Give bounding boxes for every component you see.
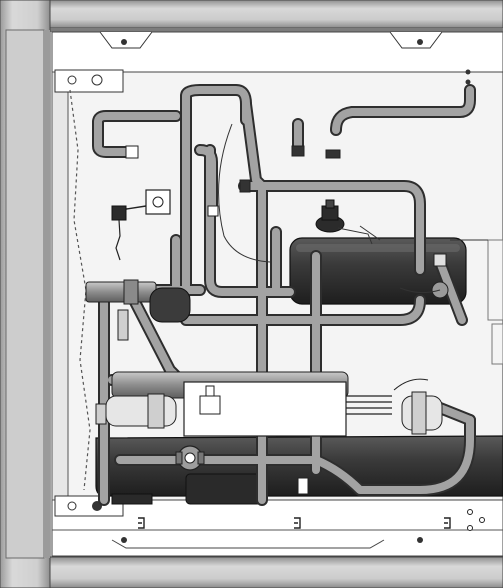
capillary-lines: [218, 123, 488, 294]
heater-box: [105, 371, 443, 437]
circulation-valve: [175, 445, 205, 471]
inlet-manifold: [85, 279, 191, 323]
solenoid-valve: [111, 189, 171, 261]
pipe-fittings: [95, 145, 449, 495]
